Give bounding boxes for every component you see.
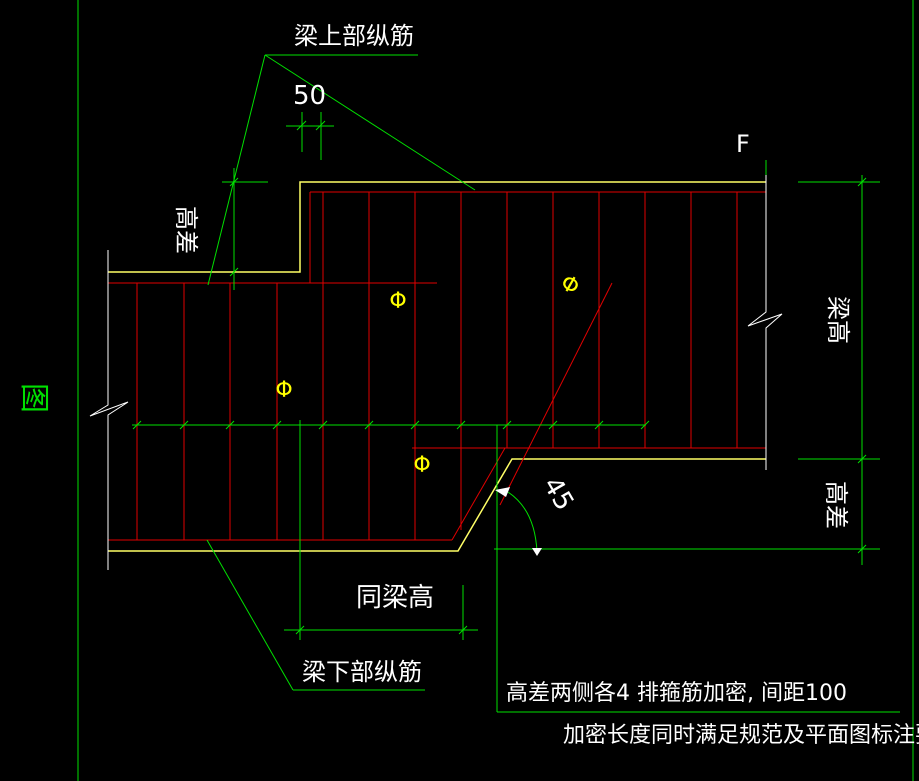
height-diff-right-label: 高差 [822,481,850,529]
gridline-label: F [736,130,750,158]
bottom-rebar-label: 梁下部纵筋 [302,658,422,686]
inclined-rebar [499,282,613,506]
height-diff-left-label: 高差 [172,206,200,254]
beam-top-edge [108,181,766,273]
rebar-symbol: Φ [275,378,292,403]
bottom-rebar-bent [451,447,766,541]
side-label: 图 [16,383,51,413]
top-rebar-label: 梁上部纵筋 [294,22,414,50]
same-beam-height-label: 同梁高 [356,583,434,613]
note-line-1: 高差两侧各4 排箍筋加密, 间距100 [506,681,847,706]
rebar-symbol: Φ [389,289,406,314]
dimension-50-label: 50 [293,81,326,111]
rebar-symbol: Φ [413,453,430,478]
rebar-symbol: Φ [556,270,584,300]
rebar-group [108,191,766,541]
angle-arrow-bottom [532,548,542,556]
break-symbol-left [89,250,129,570]
angle-label: 45 [537,472,580,516]
beam-outline [108,181,766,552]
dimension-lines [206,54,900,713]
note-line-2: 加密长度同时满足规范及平面图标注要求 [563,723,919,748]
beam-height-label: 梁高 [824,296,852,344]
break-symbol-right [747,160,783,470]
beam-bottom-edge [108,458,766,552]
center-line-with-ticks [132,420,650,430]
angle-arrow-top [495,487,510,497]
